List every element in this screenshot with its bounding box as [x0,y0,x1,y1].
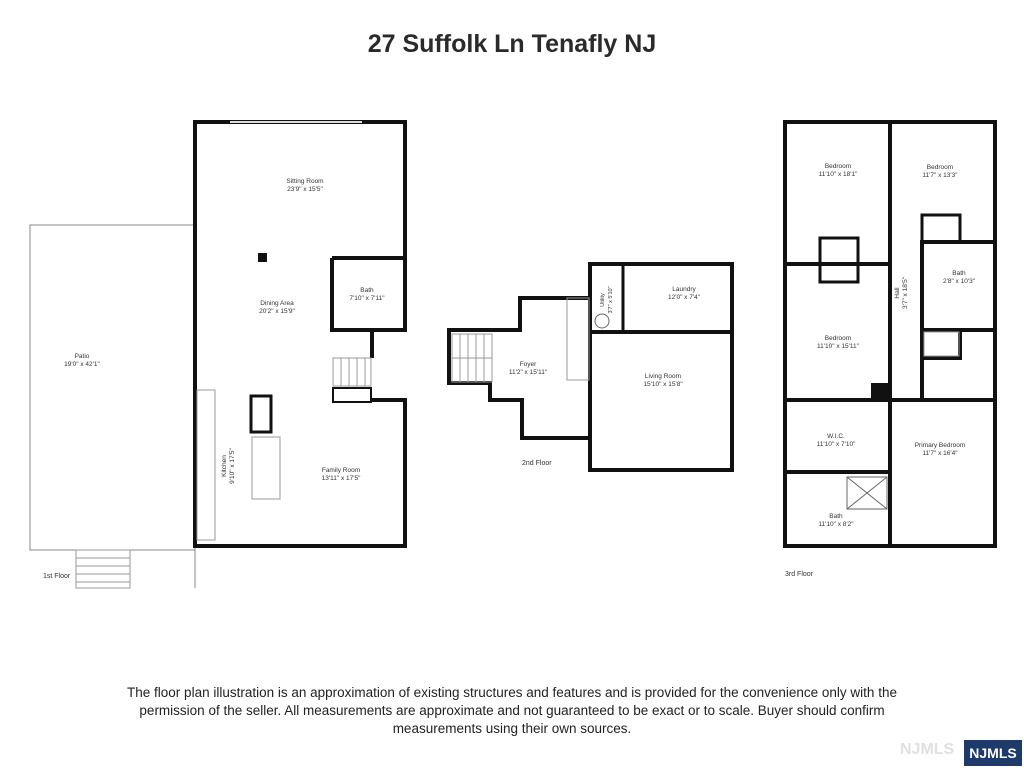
disclaimer: The floor plan illustration is an approx… [90,684,934,738]
disclaimer-line: permission of the seller. All measuremen… [139,703,885,718]
floor-label-1st: 1st Floor [43,573,71,580]
floor-label-2nd: 2nd Floor [522,460,552,467]
disclaimer-line: The floor plan illustration is an approx… [127,685,897,700]
second-floor-stairs [451,333,493,383]
patio-stairs [75,549,131,589]
page-title: 27 Suffolk Ln Tenafly NJ [367,30,657,58]
room-label-wic: W.I.C.11'10" x 7'10" [816,433,856,448]
patio-outline [29,224,196,551]
disclaimer-line: measurements using their own sources. [392,721,632,736]
first-floor-walls [29,120,407,589]
first-floor-stairs [332,357,372,387]
second-floor-walls [447,262,734,472]
floor-label-3rd: 3rd Floor [785,571,814,578]
njmls-logo: NJMLS [964,740,1022,766]
third-floor-walls [783,120,997,548]
watermark: NJMLS [900,741,955,758]
